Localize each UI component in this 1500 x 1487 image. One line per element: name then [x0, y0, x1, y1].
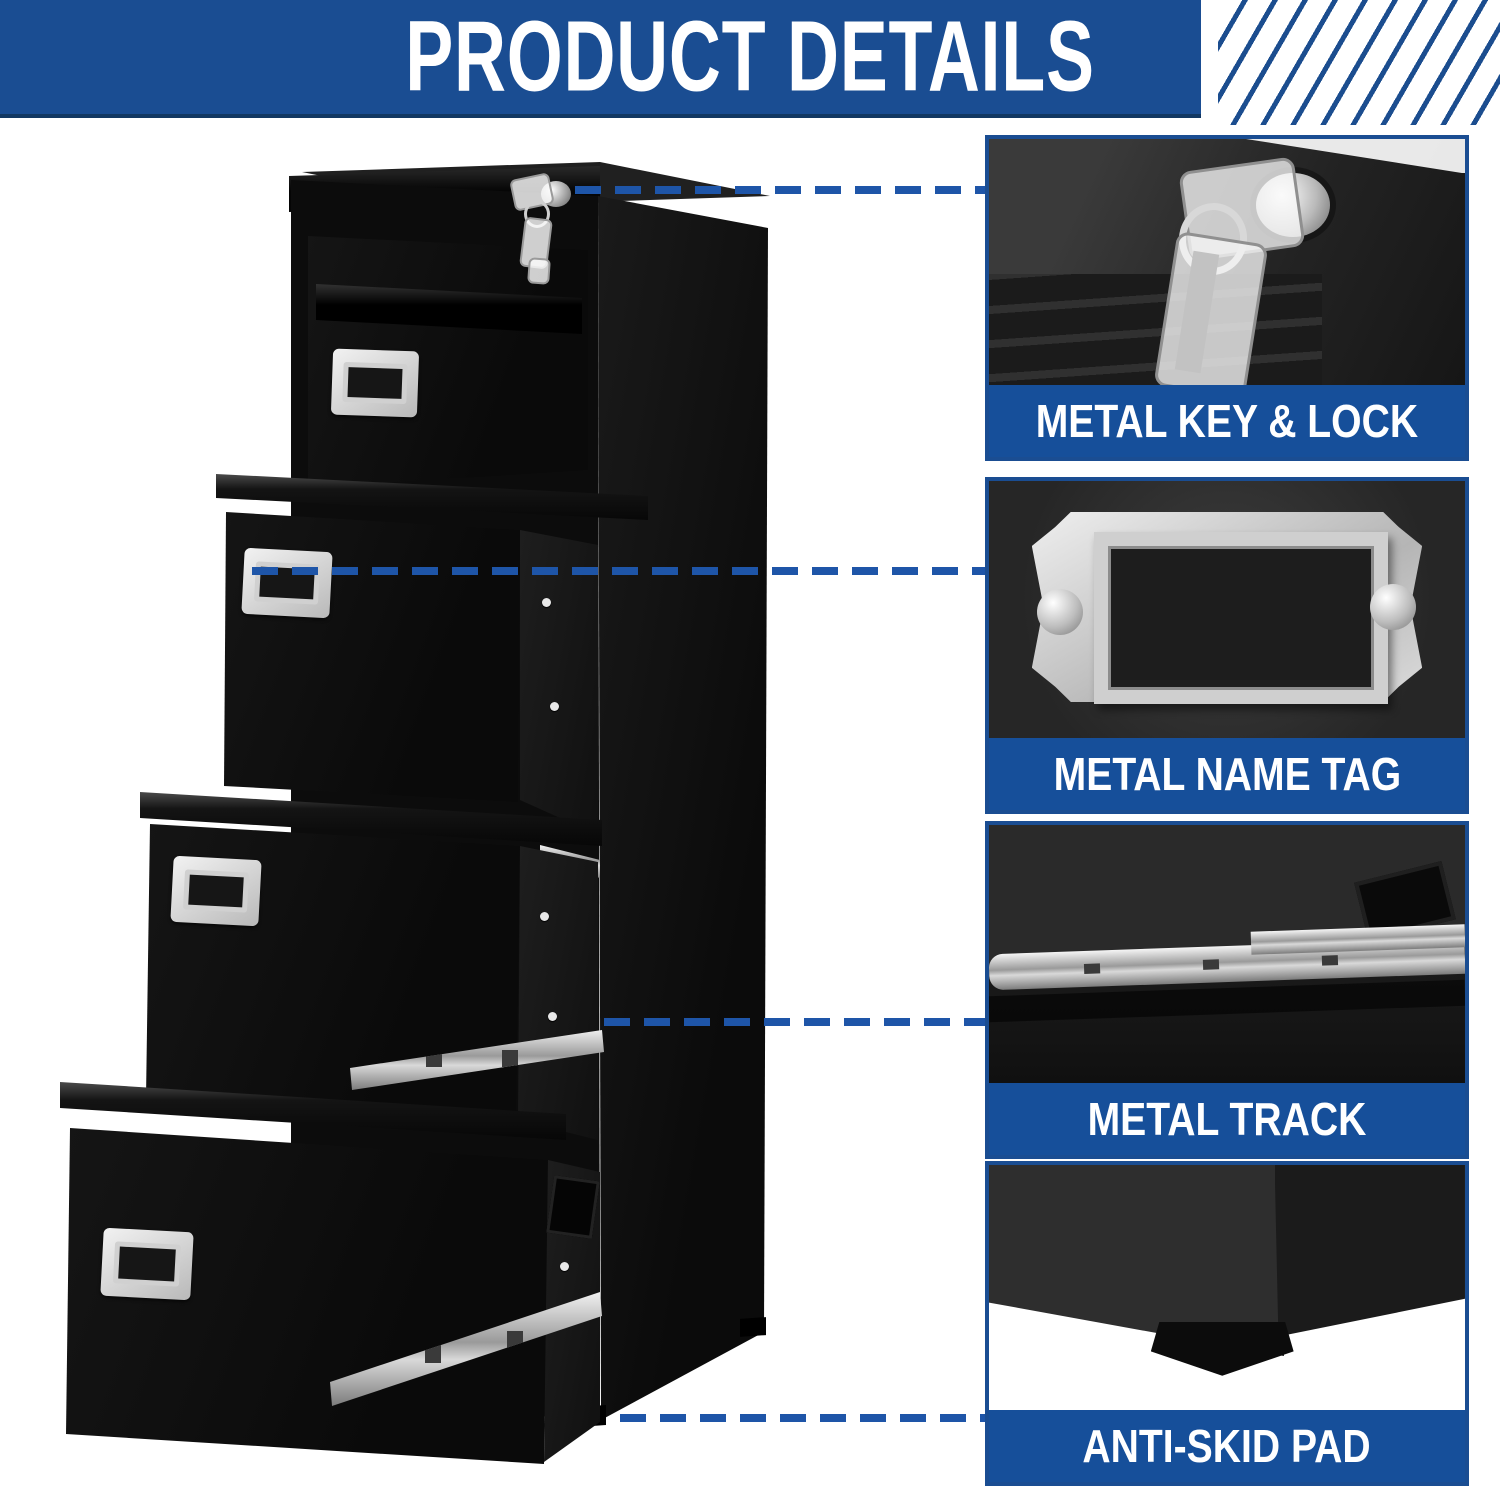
- drawer-2-screw: [550, 702, 559, 711]
- label-band: METAL KEY & LOCK: [989, 385, 1465, 457]
- slide-slot: [502, 1049, 519, 1068]
- key-ring-icon: [524, 200, 550, 228]
- callout-label: ANTI-SKID PAD: [1082, 1420, 1372, 1472]
- slide-slot: [1321, 954, 1339, 966]
- cabinet-top-cap: [289, 166, 600, 212]
- drawer-3-slide-rail: [350, 1030, 604, 1090]
- tag-screw-right: [1369, 583, 1416, 630]
- callout-line-track: [604, 1018, 985, 1026]
- callout-card-metal-name-tag: METAL NAME TAG: [985, 477, 1469, 814]
- lock-cylinder: [541, 181, 571, 207]
- drawer-3-box-side: [518, 846, 598, 1140]
- page-title: PRODUCT DETAILS: [405, 0, 1095, 113]
- drawer-4-latch: [546, 1175, 600, 1239]
- slide-slot: [506, 1330, 523, 1364]
- callout-label: METAL TRACK: [1087, 1093, 1367, 1145]
- hanging-key-icon: [519, 216, 553, 270]
- photo-pad-closeup: [989, 1165, 1465, 1410]
- drawer-3-screw: [548, 1012, 557, 1021]
- cabinet-foot-front: [578, 1405, 606, 1427]
- hanging-key-tip-icon: [527, 257, 551, 285]
- drawer-3-lip: [140, 792, 602, 846]
- label-band: ANTI-SKID PAD: [989, 1410, 1465, 1482]
- drawer-1-handle-groove: [316, 284, 582, 334]
- drawer-4-name-tag: [100, 1227, 194, 1301]
- key-icon: [509, 172, 555, 212]
- slide-slot: [425, 1330, 442, 1364]
- cabinet-foot-back: [740, 1317, 766, 1337]
- tag-screw-left: [1036, 588, 1083, 635]
- label-band: METAL NAME TAG: [989, 738, 1465, 810]
- callout-label: METAL NAME TAG: [1053, 748, 1401, 800]
- cabinet-top-face: [302, 162, 770, 206]
- photo-name-tag-closeup: [989, 481, 1465, 738]
- drawer-4-front: [66, 1128, 548, 1464]
- drawer-2-slide-rail: [540, 845, 600, 878]
- drawer-2-front: [224, 512, 520, 802]
- drawer-4-screw: [560, 1262, 569, 1271]
- drawer-2-screw: [542, 598, 551, 607]
- drawer-2-lip: [216, 474, 648, 520]
- drawer-4-lip: [60, 1082, 566, 1140]
- callout-line-pad: [620, 1414, 985, 1422]
- drawer-4-box-side: [544, 1160, 600, 1462]
- slide-slot: [1084, 963, 1101, 974]
- callout-card-metal-track: METAL TRACK: [985, 821, 1469, 1159]
- drawer-4-tag-window: [113, 1241, 181, 1287]
- drawer-1-tag-window: [342, 361, 408, 405]
- drawer-2-name-tag: [241, 547, 333, 619]
- cabinet-front-panel: [291, 180, 600, 1421]
- drawer-3-front: [146, 824, 520, 1120]
- label-band: METAL TRACK: [989, 1083, 1465, 1155]
- photo-track-closeup: [989, 825, 1465, 1083]
- diagonal-stripes-decoration: [1218, 0, 1500, 125]
- drawer-3-name-tag: [170, 855, 262, 927]
- header-banner: PRODUCT DETAILS: [0, 0, 1201, 118]
- tag-inner-frame: [1093, 532, 1389, 705]
- drawer-1-front: [308, 236, 588, 488]
- drawer-1-name-tag: [330, 348, 420, 418]
- photo-lock-closeup: [989, 139, 1465, 385]
- cabinet-side-panel: [598, 196, 768, 1420]
- drawer-3-screw: [540, 912, 549, 921]
- drawer-3-tag-window: [182, 869, 250, 913]
- drawer-2-box-side: [520, 530, 598, 835]
- callout-card-metal-key-lock: METAL KEY & LOCK: [985, 135, 1469, 461]
- slide-slot: [426, 1049, 443, 1068]
- drawer-4-slide-rail: [330, 1292, 602, 1406]
- callout-line-name-tag: [252, 567, 985, 575]
- callout-label: METAL KEY & LOCK: [1035, 395, 1419, 447]
- slide-slot: [1203, 959, 1220, 970]
- callout-card-anti-skid-pad: ANTI-SKID PAD: [985, 1161, 1469, 1486]
- callout-line-key-lock: [575, 186, 985, 194]
